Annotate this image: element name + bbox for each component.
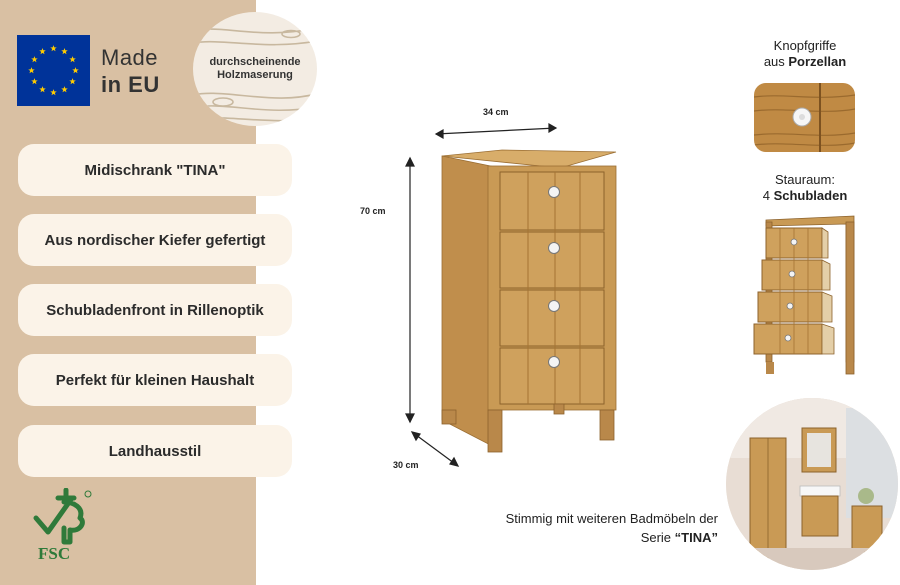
wood-grain-texture-icon: [193, 27, 317, 122]
eu-star-icon: [28, 67, 35, 74]
series-prefix: Serie: [640, 530, 675, 545]
knob-caption: Knopfgriffe aus Porzellan: [740, 38, 870, 70]
wood-grain-badge: durchscheinende Holzmaserung: [193, 12, 317, 126]
knob-material: Porzellan: [788, 54, 847, 69]
knob-line2: aus Porzellan: [740, 54, 870, 70]
height-label: 70 cm: [360, 206, 386, 216]
bathroom-scene-photo: [726, 398, 898, 570]
feature-pill-3: Schubladenfront in Rillenoptik: [18, 284, 292, 336]
eu-star-icon: [50, 45, 57, 52]
porcelain-knobs: [548, 186, 560, 368]
eu-star-icon: [31, 56, 38, 63]
eu-star-icon: [39, 48, 46, 55]
fsc-label: FSC: [38, 544, 71, 563]
drawer-fronts: [499, 171, 605, 405]
open-drawers-illustration: [753, 215, 855, 375]
knob-line1: Knopfgriffe: [773, 38, 837, 53]
width-arrow: [434, 122, 558, 140]
storage-caption: Stauraum: 4 Schubladen: [740, 172, 870, 204]
eu-star-icon: [72, 67, 79, 74]
eu-star-icon: [61, 86, 68, 93]
knob-prefix: aus: [763, 54, 789, 69]
storage-line2: 4 Schubladen: [740, 188, 870, 204]
eu-star-icon: [69, 56, 76, 63]
eu-flag-icon: [17, 35, 90, 106]
series-line1: Stimmig mit weiteren Badmöbeln der: [505, 511, 718, 526]
feature-pill-5: Landhausstil: [18, 425, 292, 477]
feature-pill-4: Perfekt für kleinen Haushalt: [18, 354, 292, 406]
width-label: 34 cm: [483, 107, 509, 117]
series-caption: Stimmig mit weiteren Badmöbeln der Serie…: [506, 509, 718, 547]
eu-star-icon: [39, 86, 46, 93]
grain-line1: durchscheinende: [209, 56, 301, 68]
series-name: “TINA”: [674, 530, 718, 545]
knob-detail-photo: [754, 83, 855, 152]
grain-text: durchscheinende Holzmaserung: [193, 56, 317, 82]
eu-star-icon: [50, 89, 57, 96]
made-in-eu-label: Made in EU: [101, 44, 160, 98]
depth-label: 30 cm: [393, 460, 419, 470]
made-line1: Made: [101, 45, 159, 70]
series-line2: Serie “TINA”: [506, 528, 718, 547]
fsc-logo: FSC: [28, 487, 94, 568]
cabinet-illustration: [405, 122, 617, 467]
fsc-tree-icon: [33, 487, 92, 545]
storage-count: 4: [762, 188, 770, 203]
depth-arrow: [410, 431, 460, 467]
made-line2: in EU: [101, 72, 160, 97]
height-arrow: [405, 156, 415, 424]
feature-pill-2: Aus nordischer Kiefer gefertigt: [18, 214, 292, 266]
eu-star-icon: [69, 78, 76, 85]
eu-star-icon: [61, 48, 68, 55]
feature-pill-1: Midischrank "TINA": [18, 144, 292, 196]
storage-word: Schubladen: [773, 188, 848, 203]
grain-line2: Holzmaserung: [217, 69, 293, 81]
eu-star-icon: [31, 78, 38, 85]
storage-line1: Stauraum:: [775, 172, 835, 187]
